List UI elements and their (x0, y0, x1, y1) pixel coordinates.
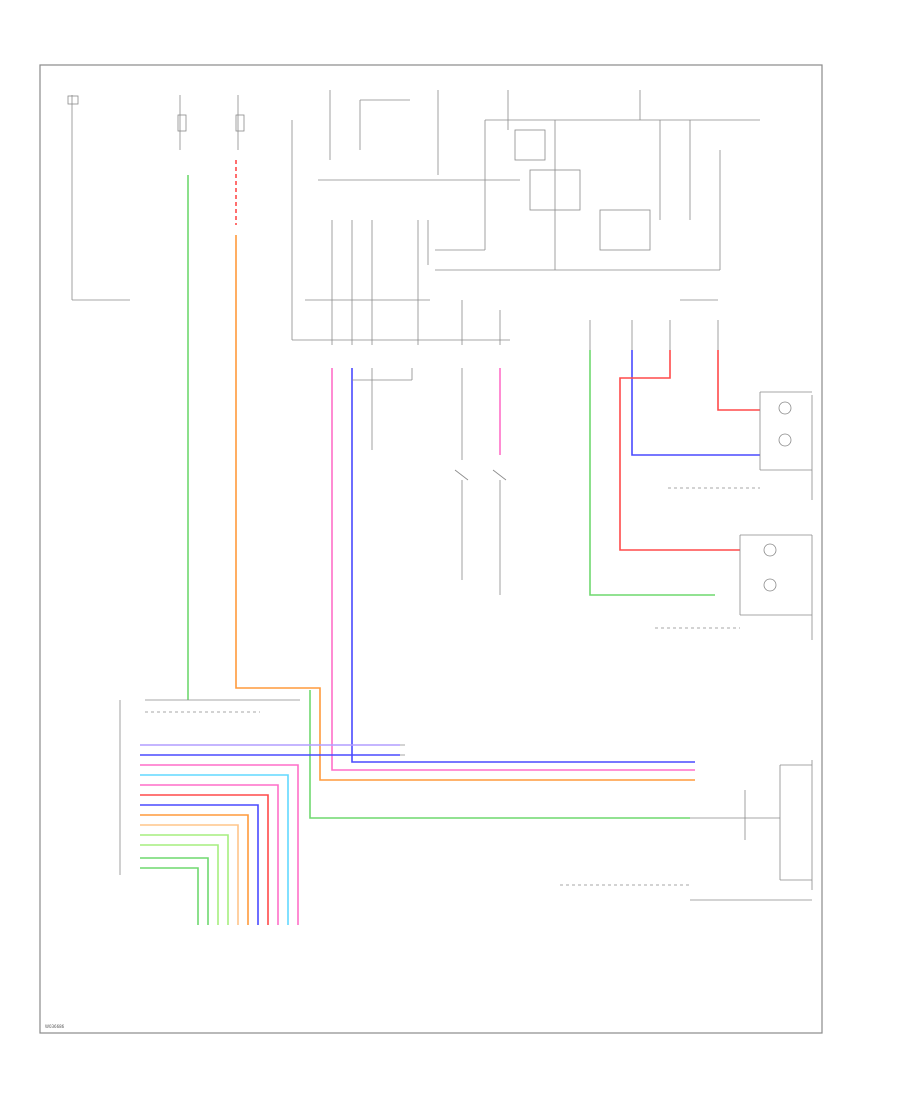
wire-light-green-b (140, 844, 219, 925)
wire-green-trunk (309, 690, 690, 819)
wire-green-c (140, 867, 199, 925)
module-wire-bundle (140, 744, 400, 925)
wire-blue-trunk (351, 368, 695, 763)
wire-green-b (140, 857, 209, 925)
wire-pink-c (140, 784, 279, 925)
right-wires (589, 320, 813, 640)
wire-peach (140, 824, 239, 925)
diagram-frame (39, 64, 823, 1034)
wire-light-green-a (140, 834, 229, 925)
wire-pink-b (140, 764, 299, 925)
wire-orange (235, 235, 695, 781)
top-fuse-block (67, 90, 760, 345)
wire-blue-b (140, 804, 259, 925)
module-connector (119, 699, 405, 875)
upper-wires (187, 160, 695, 819)
wire-red-right-a (619, 350, 740, 551)
wire-pink-trunk (331, 368, 695, 771)
wire-red-right-b (717, 350, 760, 411)
footer-code: W036686 (45, 1024, 65, 1029)
wire-orange-b (140, 814, 249, 925)
wire-blue-right (631, 350, 760, 456)
bottom-right-module (560, 760, 813, 901)
wire-red-b (140, 794, 269, 925)
middle-switches (352, 368, 507, 595)
wire-green-right (589, 350, 715, 596)
wire-cyan (140, 774, 289, 925)
